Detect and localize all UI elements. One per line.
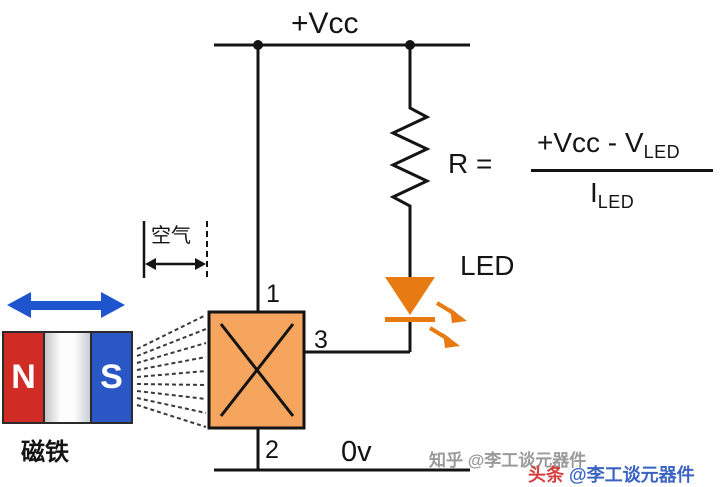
formula-numerator-subscript: LED	[643, 142, 681, 162]
pin1-label: 1	[266, 280, 280, 308]
resistor-symbol	[389, 100, 431, 247]
toutiao-watermark-handle: @李工谈元器件	[569, 465, 695, 485]
air-gap-arrow	[145, 258, 206, 270]
magnet-middle-section	[45, 333, 90, 422]
toutiao-watermark-brand: 头条	[528, 465, 564, 485]
hall-sensor-x-mark	[219, 323, 295, 417]
formula-numerator-main: +Vcc - V	[537, 127, 644, 158]
pin3-label: 3	[314, 326, 328, 354]
pin2-label: 2	[265, 436, 279, 464]
led-light-arrows	[428, 301, 467, 348]
junction-dot-left	[253, 40, 263, 50]
junction-dot-right	[405, 40, 415, 50]
led-label: LED	[460, 250, 515, 281]
magnetic-field-lines	[136, 314, 207, 428]
formula-lhs: R =	[448, 148, 493, 179]
formula-numerator: +Vcc - VLED	[537, 127, 680, 162]
formula-denominator-subscript: LED	[597, 192, 635, 212]
magnet-south-label: S	[100, 358, 123, 396]
magnet-south-pole: S	[90, 333, 131, 422]
magnet-north-pole: N	[4, 333, 45, 422]
magnet-bar: N S	[2, 331, 133, 424]
magnet-motion-arrow	[7, 292, 125, 318]
zero-v-label: 0v	[341, 436, 372, 468]
formula-denominator-main: I	[590, 177, 598, 208]
zhihu-watermark: 知乎 @李工谈元器件	[429, 451, 587, 470]
formula-fraction-bar	[531, 169, 713, 172]
led-triangle	[385, 277, 435, 315]
magnet-north-label: N	[11, 358, 36, 396]
circuit-wires	[214, 43, 470, 472]
air-gap-label: 空气	[151, 225, 191, 247]
vcc-label: +Vcc	[291, 7, 359, 40]
toutiao-watermark: 头条 @李工谈元器件	[528, 461, 695, 487]
led-cathode-bar	[385, 317, 435, 322]
magnet-label: 磁铁	[21, 439, 69, 466]
formula-denominator: ILED	[590, 177, 634, 212]
